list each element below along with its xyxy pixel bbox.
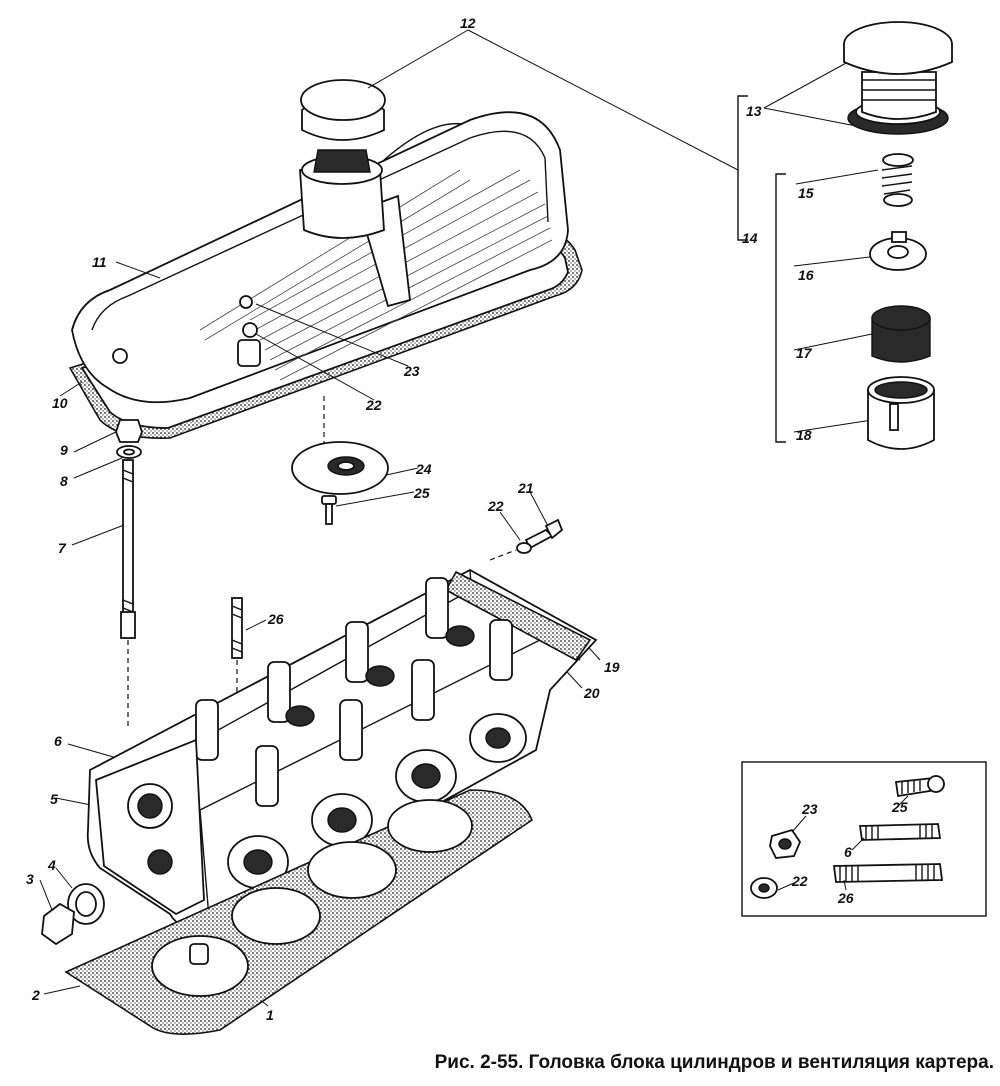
camshaft-bearing-posts	[195, 577, 513, 807]
callout-7: 7	[58, 540, 66, 556]
figure-caption: Рис. 2-55. Головка блока цилиндров и вен…	[434, 1052, 994, 1073]
plug-3-washer-4	[41, 883, 105, 946]
housing-18	[867, 376, 935, 450]
valve-cover	[71, 111, 569, 404]
callout-22-bolt-washer: 22	[488, 498, 504, 514]
callout-9: 9	[60, 442, 68, 458]
callout-14: 14	[742, 230, 758, 246]
callout-4: 4	[48, 857, 56, 873]
stud-26	[231, 597, 243, 700]
oil-filler-cap-13	[843, 21, 953, 135]
inset-callout-23: 23	[802, 801, 818, 817]
callout-24: 24	[416, 461, 432, 477]
callout-13: 13	[746, 103, 762, 119]
bracket-13	[737, 95, 748, 241]
callout-5: 5	[50, 791, 58, 807]
callout-23: 23	[404, 363, 420, 379]
callout-3: 3	[26, 871, 34, 887]
intake-ports	[227, 713, 527, 889]
bracket-14	[775, 173, 786, 443]
screw-25-inset	[894, 775, 945, 798]
cover-plate-24	[291, 396, 389, 525]
callout-6: 6	[54, 733, 62, 749]
washer-22-inset	[750, 877, 778, 899]
callout-11: 11	[92, 254, 107, 270]
inset-callout-26: 26	[838, 890, 854, 906]
callout-10: 10	[52, 395, 68, 411]
stud-6-inset	[858, 823, 942, 841]
callout-25: 25	[414, 485, 430, 501]
fasteners-inset	[741, 761, 987, 917]
callout-16: 16	[798, 267, 814, 283]
stud-26-inset	[832, 863, 944, 883]
callout-2: 2	[32, 987, 40, 1003]
callout-1: 1	[266, 1007, 274, 1023]
inset-callout-6: 6	[844, 844, 852, 860]
callout-12: 12	[460, 15, 476, 31]
nut-9	[115, 419, 143, 443]
callout-8: 8	[60, 473, 68, 489]
callout-22-cover-washer: 22	[366, 397, 382, 413]
callout-26: 26	[268, 611, 284, 627]
oil-filler-neck-on-cover	[299, 79, 463, 239]
callout-18: 18	[796, 427, 812, 443]
callout-17: 17	[796, 345, 812, 361]
callout-19: 19	[604, 659, 620, 675]
stud-7	[120, 459, 136, 639]
bolt-21-washer-22	[489, 518, 564, 561]
head-gasket	[64, 789, 533, 1035]
inset-callout-25: 25	[892, 799, 908, 815]
nut-23-inset	[769, 828, 802, 859]
flame-arrester-17	[871, 305, 931, 363]
callout-20: 20	[584, 685, 600, 701]
cylinder-head	[86, 568, 598, 932]
spring-15	[881, 153, 914, 207]
callout-15: 15	[798, 185, 814, 201]
callout-21: 21	[518, 480, 534, 496]
valve-disc-16	[869, 231, 927, 271]
inset-callout-22: 22	[792, 873, 808, 889]
washer-8	[116, 445, 142, 459]
